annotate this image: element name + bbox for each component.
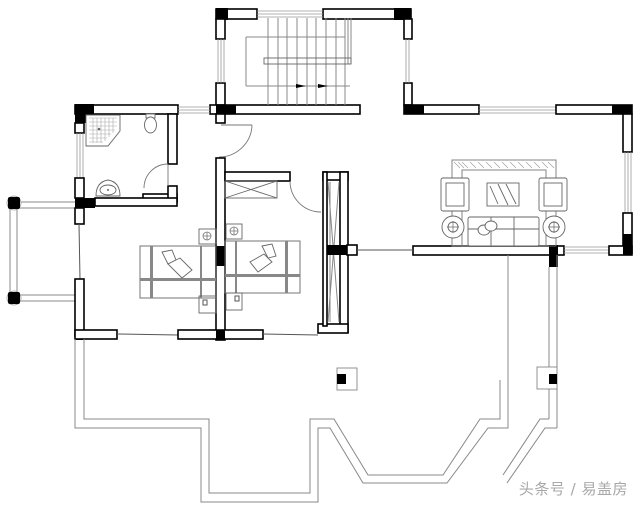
- shower-tray: [85, 114, 121, 147]
- stairwell: [209, 8, 413, 124]
- sofa-set: [440, 159, 568, 247]
- staircase: [245, 18, 352, 105]
- bed-left: [139, 228, 217, 314]
- terrace: [74, 255, 558, 503]
- bed-right: [224, 223, 301, 311]
- bathroom: [74, 104, 210, 208]
- toilet: [144, 113, 157, 134]
- balcony-left: [6, 195, 85, 340]
- watermark: 头条号 / 易盖房: [518, 480, 628, 498]
- washbasin: [95, 179, 121, 197]
- bedrooms: [74, 124, 358, 341]
- living-room: [357, 104, 633, 267]
- wardrobe: [224, 180, 278, 199]
